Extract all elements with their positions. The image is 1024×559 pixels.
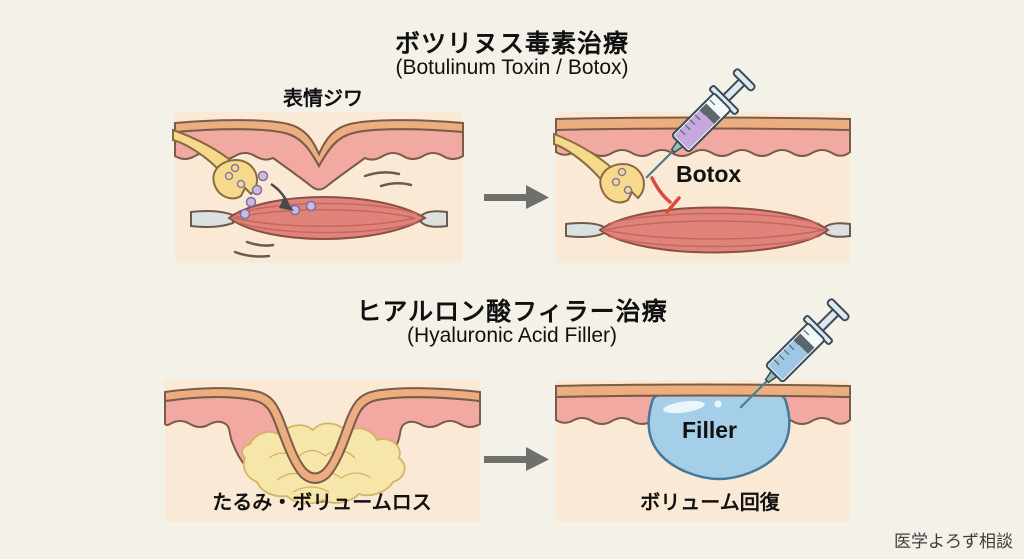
filler-subtitle: (Hyaluronic Acid Filler) bbox=[406, 324, 618, 347]
motion-lines bbox=[233, 171, 413, 258]
botox-before-panel bbox=[172, 112, 464, 263]
nerve-ending bbox=[553, 132, 645, 204]
syringe-ticks bbox=[679, 99, 716, 136]
filler-after-caption: ボリューム回復 bbox=[640, 492, 780, 514]
botox-subtitle: (Botulinum Toxin / Botox) bbox=[395, 56, 629, 79]
vesicle bbox=[236, 179, 246, 189]
release-arrow-icon bbox=[270, 182, 294, 211]
botox-injection-label: Botox bbox=[676, 161, 742, 187]
syringe-icon-botox bbox=[645, 68, 756, 179]
syringe-icon-filler bbox=[739, 298, 850, 409]
inhibition-icon bbox=[650, 176, 681, 214]
vesicle bbox=[230, 163, 240, 173]
botox-liquid bbox=[674, 109, 715, 150]
skin-dermis bbox=[555, 126, 851, 157]
syringe-ticks bbox=[773, 329, 810, 366]
muscle bbox=[565, 206, 851, 254]
vesicle bbox=[617, 167, 627, 177]
wrinkle-label: 表情ジワ bbox=[283, 88, 363, 110]
filler-injection-label: Filler bbox=[682, 417, 737, 443]
right-arrow-icon bbox=[484, 185, 549, 209]
skin-epidermis bbox=[164, 387, 481, 484]
right-arrow-icon bbox=[484, 447, 549, 471]
vesicle bbox=[224, 171, 234, 181]
filler-liquid bbox=[768, 339, 809, 380]
filler-blob bbox=[647, 393, 791, 481]
watermark: 医学よろず相談 bbox=[894, 532, 1013, 551]
nerve-ending bbox=[172, 128, 258, 200]
muscle bbox=[190, 196, 448, 240]
botox-title: ボツリヌス毒素治療 bbox=[394, 30, 629, 58]
botox-after-panel bbox=[553, 112, 851, 263]
skin-epidermis bbox=[555, 383, 851, 399]
filler-title: ヒアルロン酸フィラー治療 bbox=[356, 298, 668, 326]
vesicle bbox=[611, 177, 621, 187]
filler-before-caption: たるみ・ボリュームロス bbox=[212, 492, 432, 514]
vesicle bbox=[623, 185, 633, 195]
filler-after-panel bbox=[555, 380, 851, 522]
filler-before-panel bbox=[164, 380, 481, 522]
skin-epidermis bbox=[174, 119, 464, 169]
